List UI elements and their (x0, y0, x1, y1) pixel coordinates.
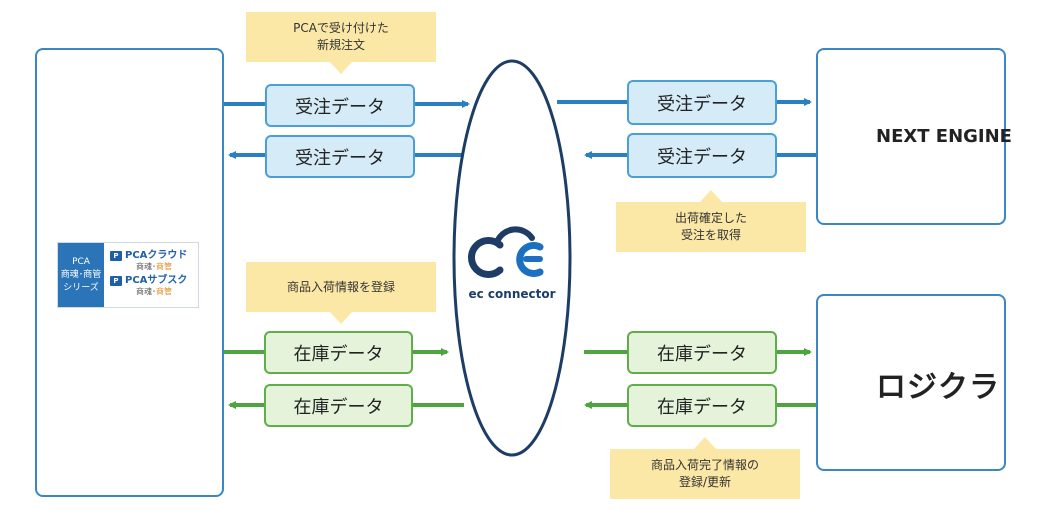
pca-cloud-brand: P PCAクラウド (110, 250, 198, 262)
note-arrival-complete: 商品入荷完了情報の登録/更新 (610, 449, 800, 499)
stock-data-pill-pca-out: 在庫データ (264, 331, 413, 374)
next-engine-label: NEXT ENGINE (876, 125, 1012, 147)
pca-series-line-3: シリーズ (63, 282, 99, 293)
pca-logo: PCA 商魂･商管 シリーズ P PCAクラウド 商魂･商管 P PCAサブスク… (57, 242, 199, 308)
next-engine-box (816, 48, 1006, 225)
pca-subsc-name: PCAサブスク (125, 275, 188, 286)
note-pointer-bottom-left (330, 312, 352, 324)
pca-series-label: PCA 商魂･商管 シリーズ (58, 243, 104, 307)
order-data-pill-ne-out: 受注データ (627, 80, 777, 125)
note-pointer-top-right (700, 190, 722, 202)
order-data-pill-ne-in: 受注データ (627, 133, 777, 178)
pca-series-line-2: 商魂･商管 (60, 269, 102, 280)
next-engine-logo: NEXT ENGINE (868, 118, 1012, 154)
note-new-order: PCAで受け付けた新規注文 (246, 12, 436, 62)
note-arrival-register: 商品入荷情報を登録 (246, 262, 436, 312)
ec-connector-label: ec connector (468, 287, 556, 301)
stock-data-pill-pca-in: 在庫データ (264, 384, 413, 427)
logikura-label: ロジクラ (876, 370, 1000, 405)
pca-cloud-sub: 商魂･商管 (136, 262, 172, 271)
pca-subsc-badge-icon: P (110, 276, 122, 286)
order-data-pill-pca-out: 受注データ (265, 84, 415, 127)
ec-connector-ellipse (452, 59, 572, 457)
pca-subsc-sub: 商魂･商管 (136, 287, 172, 296)
stock-data-pill-logi-in: 在庫データ (627, 384, 777, 427)
pca-series-line-1: PCA (72, 256, 90, 267)
order-data-pill-pca-in: 受注データ (265, 135, 415, 178)
note-shipped-order: 出荷確定した受注を取得 (616, 202, 806, 252)
pca-cloud-name: PCAクラウド (125, 250, 188, 261)
pca-subsc-brand: P PCAサブスク (110, 275, 198, 287)
stock-data-pill-logi-out: 在庫データ (627, 331, 777, 374)
logikura-logo: ロジクラ (872, 362, 1000, 406)
ec-connector-logo-icon (468, 226, 544, 278)
note-pointer-top-left (330, 62, 352, 74)
logikura-box (816, 294, 1006, 471)
note-pointer-bottom-right (694, 437, 716, 449)
pca-cloud-badge-icon: P (110, 251, 122, 261)
